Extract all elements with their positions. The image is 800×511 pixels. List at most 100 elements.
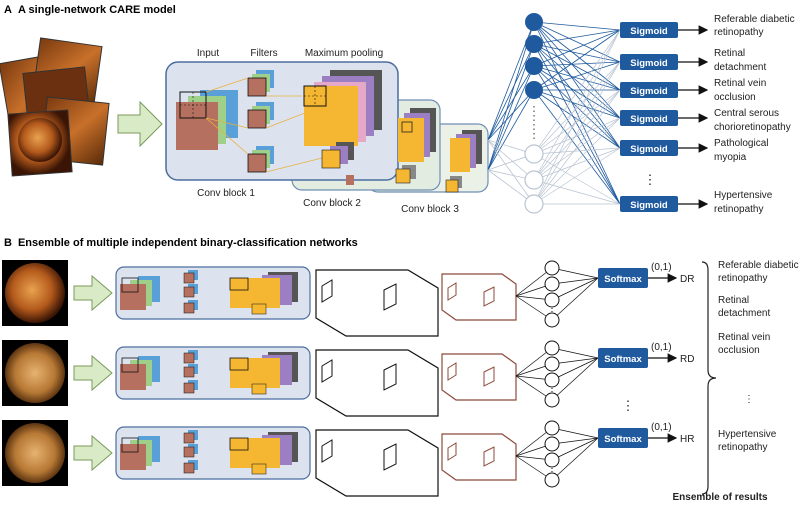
ensemble-label-1b: retinopathy [718,273,767,284]
output-label: Retinal [714,48,745,59]
output-label: Pathological [714,138,768,149]
neuron-node [525,13,543,31]
softmax-box [598,268,648,288]
sigmoid-box [620,196,678,212]
output-label: retinopathy [714,27,763,38]
fully-connected-layer [487,13,621,214]
ensemble-label-3b: occlusion [718,345,760,356]
output-label: myopia [714,152,747,163]
conv-block-2-shape [315,429,439,497]
rows-ellipsis: ⋮ [622,398,635,413]
ensemble-label-2a: Retinal [718,295,749,306]
neuron-node [544,292,560,308]
ensemble-networks: Softmax (0,1) DR Softmax (0,1) RD Softmax (0,1)… [2,260,694,497]
input-fundus-images [0,37,110,177]
fundus-image [5,263,65,323]
softmax-label: Softmax [604,274,642,285]
ensemble-results-label: Ensemble of results [672,492,767,503]
conv-block-1-layers [176,70,382,173]
output-label: retinopathy [714,204,763,215]
neuron-node [544,276,560,292]
sigmoid-label: Sigmoid [630,144,668,155]
fundus-image [5,423,65,483]
softmax-box [598,428,648,448]
ensemble-ellipsis: ⋮ [744,394,754,405]
ensemble-label-1a: Referable diabetic [718,260,799,271]
ensemble-label-2b: detachment [718,308,770,319]
output-label: Central serous [714,108,779,119]
sigmoid-box [620,22,678,38]
sigmoid-box [620,54,678,70]
range-label: (0,1) [651,342,672,353]
input-arrow-icon [73,434,113,472]
neuron-node [544,420,560,436]
conv-block-2-shape [315,349,439,417]
ensemble-label-3a: Retinal vein [718,332,770,343]
neuron-node [524,144,544,164]
sigmoid-box [620,82,678,98]
neuron-node [525,35,543,53]
network-row: Softmax (0,1) RD [2,340,694,417]
network-row: Softmax (0,1) DR [2,260,694,337]
class-abbrev: RD [680,354,694,365]
output-label: detachment [714,62,766,73]
neuron-node [544,340,560,356]
max-pooling-label: Maximum pooling [305,48,383,59]
neuron-node [525,57,543,75]
output-label: occlusion [714,92,756,103]
neuron-node [524,194,544,214]
input-arrow-icon [117,100,163,148]
conv-block-2-label: Conv block 2 [303,198,361,209]
output-label: Hypertensive [714,190,773,201]
neuron-node [524,170,544,190]
range-label: (0,1) [651,422,672,433]
conv-block-3-shape [441,353,517,401]
fundus-image [5,343,65,403]
output-label: Referable diabetic [714,14,795,25]
ensemble-label-4b: retinopathy [718,442,767,453]
conv-block-1-label: Conv block 1 [197,188,255,199]
input-arrow-icon [73,274,113,312]
fundus-image [18,118,62,162]
input-arrow-icon [73,354,113,392]
neuron-node [544,436,560,452]
conv-block-2-shape [315,269,439,337]
neuron-node [544,392,560,408]
ensemble-label-4a: Hypertensive [718,429,777,440]
neuron-node [544,472,560,488]
network-row: Softmax (0,1) HR [2,420,694,497]
conv-block-3-shape [441,273,517,321]
neuron-node [544,372,560,388]
output-label: chorioretinopathy [714,122,791,133]
conv-block-2-layers [346,108,436,185]
neuron-node [544,312,560,328]
sigmoid-label: Sigmoid [630,86,668,97]
softmax-label: Softmax [604,354,642,365]
filters-label: Filters [250,48,277,59]
outputs-ellipsis: ⋮ [644,172,657,187]
conv-block-3-layers [445,130,482,193]
neuron-node [544,260,560,276]
class-abbrev: HR [680,434,694,445]
neuron-node [544,452,560,468]
input-label: Input [197,48,219,59]
ensemble-brace [701,261,717,495]
sigmoid-label: Sigmoid [630,114,668,125]
neuron-node [544,356,560,372]
class-abbrev: DR [680,274,694,285]
ensemble-labels: Referable diabetic retinopathy Retinal d… [718,260,799,453]
conv-block-3-shape [441,433,517,481]
conv-block-3-label: Conv block 3 [401,204,459,215]
range-label: (0,1) [651,262,672,273]
sigmoid-label: Sigmoid [630,200,668,211]
softmax-label: Softmax [604,434,642,445]
sigmoid-box [620,140,678,156]
sigmoid-label: Sigmoid [630,26,668,37]
sigmoid-label: Sigmoid [630,58,668,69]
output-label: Retinal vein [714,78,766,89]
sigmoid-box [620,110,678,126]
